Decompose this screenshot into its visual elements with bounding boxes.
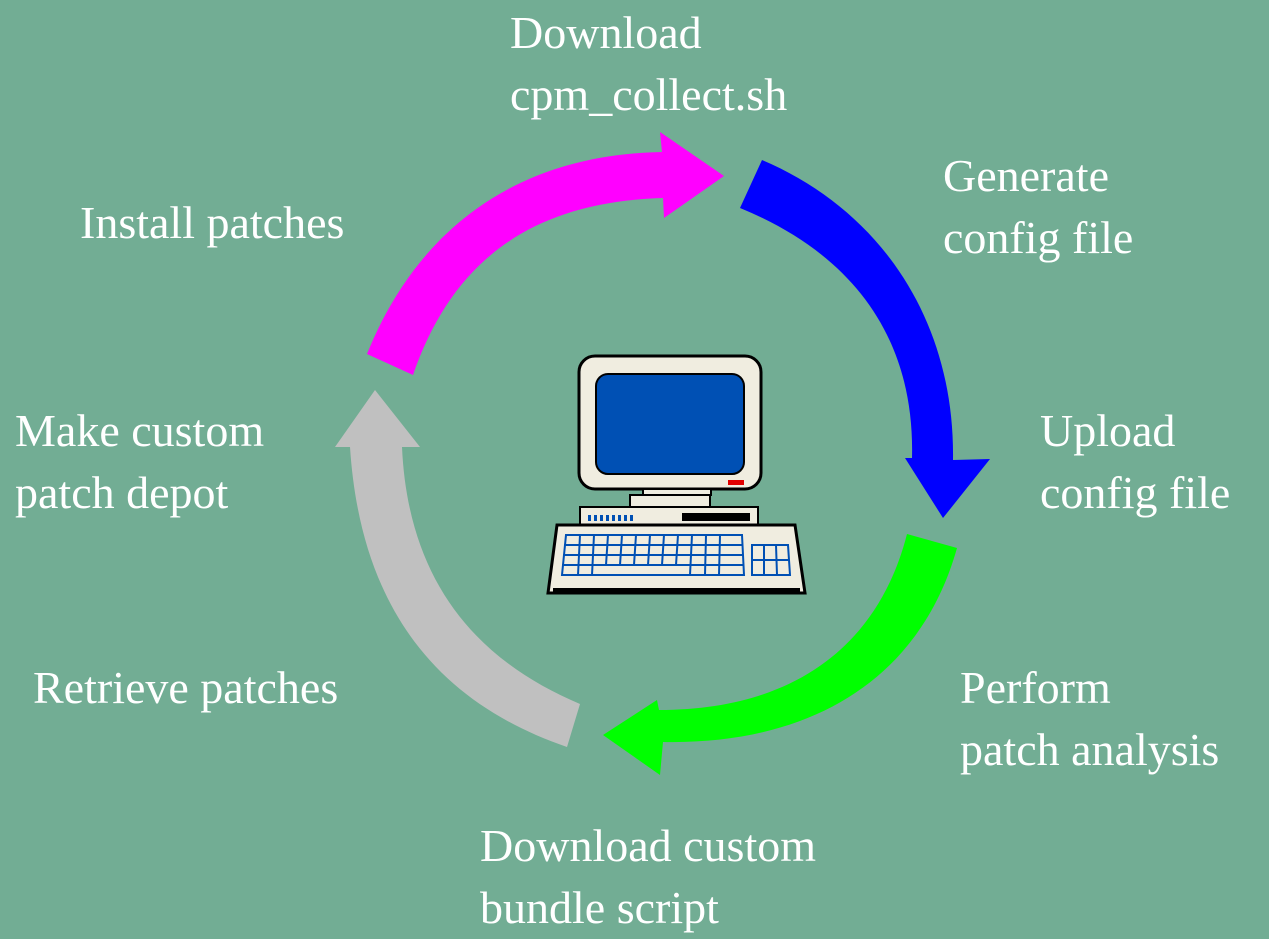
step-perform-analysis-line1: Perform [960,662,1111,713]
step-download-bundle-line2: bundle script [480,882,719,933]
arrow-install-to-download [367,132,724,375]
step-upload-config: Upload config file [1040,400,1230,524]
step-retrieve-patches-line1: Retrieve patches [33,662,339,713]
arrow-generate-to-upload [740,160,990,518]
step-generate-config-line1: Generate [943,150,1109,201]
step-perform-analysis: Perform patch analysis [960,657,1219,781]
desktop-computer-icon [546,354,807,595]
step-make-depot-line2: patch depot [15,467,229,518]
step-download-bundle-line1: Download custom [480,820,817,871]
step-download-collector-line2: cpm_collect.sh [510,69,788,120]
arrow-analysis-to-bundle [603,534,957,775]
step-install-patches-line1: Install patches [80,197,345,248]
arrow-retrieve-to-depot [335,390,580,747]
step-generate-config: Generate config file [943,145,1133,269]
step-retrieve-patches: Retrieve patches [33,657,338,719]
step-perform-analysis-line2: patch analysis [960,724,1220,775]
step-upload-config-line1: Upload [1040,405,1176,456]
step-make-depot-line1: Make custom [15,405,265,456]
step-upload-config-line2: config file [1040,467,1231,518]
step-install-patches: Install patches [80,192,344,254]
step-download-collector-line1: Download [510,7,702,58]
step-download-collector: Download cpm_collect.sh [510,2,787,126]
step-make-depot: Make custom patch depot [15,400,264,524]
step-download-bundle: Download custom bundle script [480,815,816,939]
step-generate-config-line2: config file [943,212,1134,263]
